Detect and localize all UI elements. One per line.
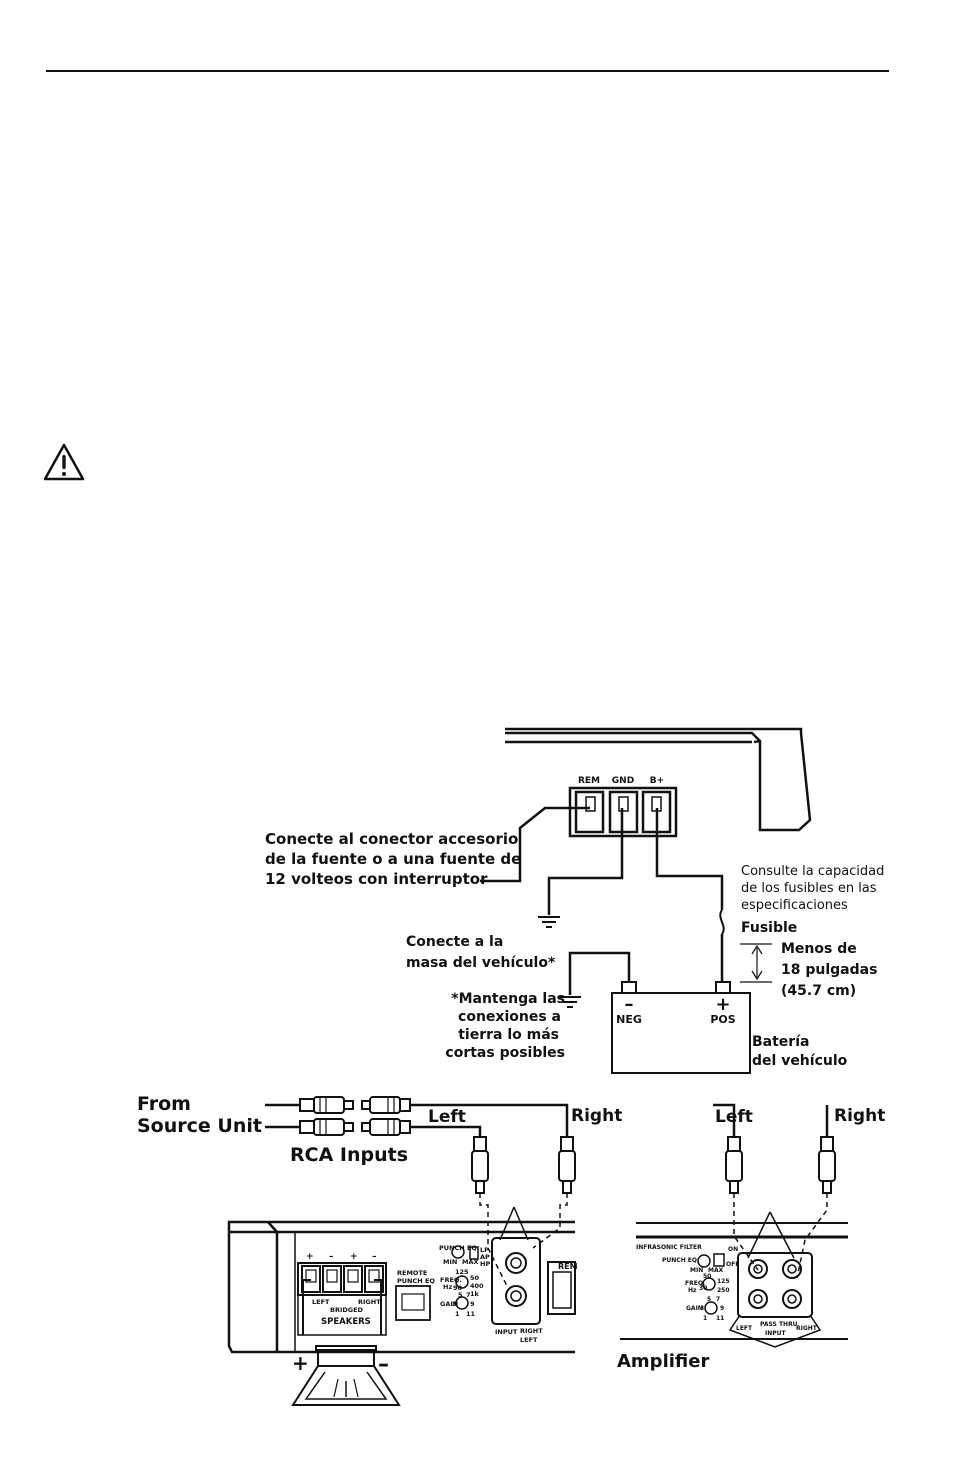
gain-9-label-2: 9 bbox=[720, 1305, 724, 1312]
distance-line-2: 18 pulgadas bbox=[781, 962, 877, 978]
spk-minus-1: – bbox=[329, 1252, 334, 1262]
bridged-label: BRIDGED bbox=[330, 1306, 364, 1314]
punch-max-label: MAX bbox=[462, 1258, 479, 1266]
punch-eq-label-2: PUNCH EQ bbox=[662, 1257, 697, 1264]
speaker-plus-sign: + bbox=[292, 1351, 309, 1375]
freq-50-label: 50 bbox=[470, 1274, 480, 1282]
ground-advice-line-4: cortas posibles bbox=[445, 1045, 565, 1061]
amplifier-label: Amplifier bbox=[617, 1351, 709, 1372]
input-label: INPUT bbox=[495, 1328, 518, 1336]
right-panel-right-label: RIGHT bbox=[796, 1325, 818, 1332]
bplus-terminal-label: B+ bbox=[650, 776, 664, 786]
remote-note-line-2: de la fuente o a una fuente de bbox=[265, 850, 521, 868]
infrasonic-off-label: OFF bbox=[726, 1261, 739, 1268]
spk-minus-2: – bbox=[372, 1252, 377, 1262]
right-channel-label-2: Right bbox=[834, 1106, 885, 1126]
infrasonic-on-label: ON bbox=[728, 1246, 738, 1253]
left-channel-label-2: Left bbox=[715, 1107, 753, 1127]
fuse-spec-line-3: especificaciones bbox=[741, 898, 848, 913]
rca-inputs-label: RCA Inputs bbox=[290, 1144, 408, 1166]
gain-7-label-2: 7 bbox=[716, 1296, 720, 1303]
freq-125-label-2: 125 bbox=[717, 1278, 730, 1285]
infrasonic-label: INFRASONIC FILTER bbox=[636, 1244, 702, 1251]
battery-label-line-1: Batería bbox=[752, 1034, 809, 1050]
gain-3-label-2: 3 bbox=[700, 1305, 704, 1312]
lp-label: LP bbox=[480, 1246, 489, 1254]
fuse-spec-line-2: de los fusibles en las bbox=[741, 881, 877, 896]
gnd-terminal-label: GND bbox=[612, 776, 634, 786]
remote-note-line-3: 12 volteos con interruptor bbox=[265, 870, 488, 888]
speakers-label: SPEAKERS bbox=[321, 1317, 371, 1327]
right-panel-left-label: LEFT bbox=[736, 1325, 753, 1332]
speaker-minus-sign: – bbox=[378, 1352, 389, 1377]
gain-label-2: GAIN bbox=[686, 1305, 703, 1312]
left-channel-label: Left bbox=[428, 1107, 466, 1127]
gain-9-label: 9 bbox=[470, 1300, 475, 1308]
warning-icon bbox=[43, 443, 85, 481]
rem-small-label: REM bbox=[558, 1262, 578, 1271]
ground-note-line-2: masa del vehículo* bbox=[406, 955, 556, 971]
freq-50-label-2: 50 bbox=[703, 1273, 711, 1280]
spk-plus-2: + bbox=[350, 1252, 358, 1262]
freq-250-label: 250 bbox=[717, 1287, 730, 1294]
gain-3-label: 3 bbox=[452, 1300, 457, 1308]
ground-advice-line-2: conexiones a bbox=[458, 1009, 561, 1025]
hp-label: HP bbox=[480, 1260, 490, 1268]
gain-1-label-2: 1 bbox=[703, 1315, 707, 1322]
battery-neg-sign: – bbox=[625, 994, 634, 1015]
battery-pos-label: POS bbox=[710, 1013, 735, 1026]
ground-advice-line-3: tierra lo más bbox=[458, 1027, 559, 1043]
distance-line-1: Menos de bbox=[781, 941, 857, 957]
punch-min-label-2: MIN bbox=[690, 1267, 703, 1274]
gain-11-label: 11 bbox=[466, 1310, 476, 1318]
header-rule bbox=[46, 70, 889, 72]
spk-left-label: LEFT bbox=[312, 1298, 330, 1306]
battery-neg-label: NEG bbox=[616, 1013, 642, 1026]
remote-note-line-1: Conecte al conector accesorio bbox=[265, 830, 518, 848]
punch-max-label-2: MAX bbox=[708, 1267, 724, 1274]
source-unit-line-1: From bbox=[137, 1093, 191, 1115]
right-panel-input-label: INPUT bbox=[765, 1330, 787, 1337]
hz-label: Hz bbox=[443, 1283, 452, 1291]
freq-30-label: 30 bbox=[699, 1285, 707, 1292]
remote-label: REMOTE bbox=[397, 1269, 427, 1277]
distance-line-3: (45.7 cm) bbox=[781, 983, 856, 999]
passthru-label: PASS THRU bbox=[760, 1321, 798, 1328]
freq-125-label: 125 bbox=[455, 1268, 469, 1276]
ap-label: AP bbox=[480, 1253, 490, 1261]
input-left-label: LEFT bbox=[520, 1336, 538, 1344]
spk-plus-1: + bbox=[306, 1252, 314, 1262]
freq-label-2: FREQ. bbox=[685, 1280, 705, 1287]
punch-min-label: MIN bbox=[443, 1258, 457, 1266]
right-channel-label: Right bbox=[571, 1106, 622, 1126]
ground-advice-line-1: *Mantenga las bbox=[451, 991, 565, 1007]
freq-400-label: 400 bbox=[470, 1282, 484, 1290]
freq-1k-label: 1k bbox=[470, 1290, 480, 1298]
spk-right-label: RIGHT bbox=[358, 1298, 381, 1306]
hz-label-2: Hz bbox=[688, 1287, 697, 1294]
battery-pos-sign: + bbox=[715, 994, 730, 1015]
battery-label-line-2: del vehículo bbox=[752, 1053, 848, 1069]
source-unit-line-2: Source Unit bbox=[137, 1115, 262, 1137]
gain-label: GAIN bbox=[440, 1300, 458, 1308]
fuse-label: Fusible bbox=[741, 920, 797, 936]
punch-eq-label: PUNCH EQ bbox=[439, 1244, 477, 1252]
rem-terminal-label: REM bbox=[578, 776, 600, 786]
gain-5-label-2: 5 bbox=[707, 1296, 711, 1303]
fuse-spec-line-1: Consulte la capacidad bbox=[741, 864, 884, 879]
freq-label: FREQ. bbox=[440, 1276, 462, 1284]
gain-11-label-2: 11 bbox=[716, 1315, 724, 1322]
remote-punch-label: PUNCH EQ bbox=[397, 1277, 435, 1285]
freq-90-label: 90 bbox=[453, 1284, 463, 1292]
gain-1-label: 1 bbox=[455, 1310, 460, 1318]
gain-7-label: 7 bbox=[466, 1291, 471, 1299]
ground-note-line-1: Conecte a la bbox=[406, 934, 503, 950]
gain-5-label: 5 bbox=[458, 1291, 463, 1299]
input-right-label: RIGHT bbox=[520, 1327, 543, 1335]
